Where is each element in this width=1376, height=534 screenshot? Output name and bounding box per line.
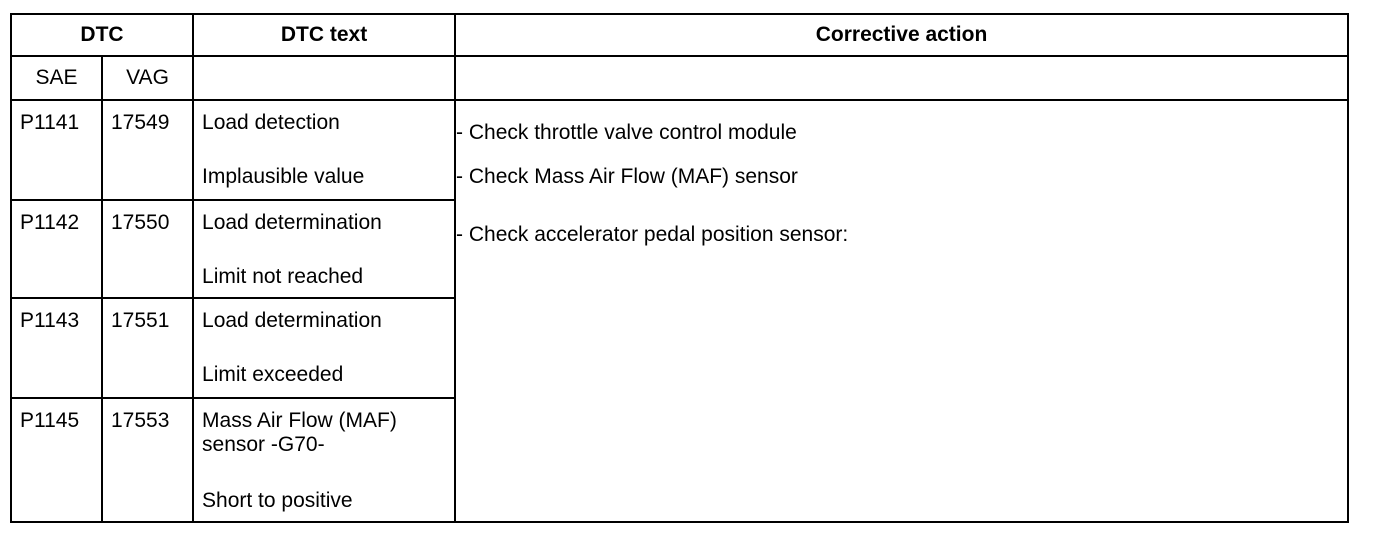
dtc-text-cell: Load determination Limit not reached bbox=[192, 199, 457, 299]
header-row: DTC DTC text Corrective action bbox=[9, 13, 1350, 57]
sae-code: P1141 bbox=[20, 111, 80, 134]
dtc-text-line2: Implausible value bbox=[202, 165, 365, 188]
vag-code-cell: 17550 bbox=[100, 199, 195, 299]
dtc-text-line2: Limit not reached bbox=[202, 265, 364, 288]
dtc-text-cell: Load detection Implausible value bbox=[192, 99, 457, 201]
vag-code-cell: 17551 bbox=[100, 297, 195, 399]
vag-code-cell: 17553 bbox=[100, 397, 195, 523]
sae-code: P1145 bbox=[20, 409, 80, 432]
header-corrective-action: Corrective action bbox=[454, 13, 1350, 57]
header-dtc: DTC bbox=[9, 13, 195, 57]
header-vag: VAG bbox=[100, 55, 195, 101]
dtc-text-line2: Limit exceeded bbox=[202, 363, 344, 386]
dtc-text-line2: Short to positive bbox=[202, 489, 353, 512]
header-dtc-text: DTC text bbox=[192, 13, 457, 57]
corrective-action-item: - Check Mass Air Flow (MAF) sensor bbox=[456, 165, 798, 188]
dtc-text-line1: Load determination bbox=[202, 211, 382, 234]
vag-code: 17550 bbox=[111, 211, 170, 234]
subheader-row: SAE VAG bbox=[10, 55, 1350, 101]
sae-code: P1142 bbox=[20, 211, 80, 234]
dtc-text-line1: Load determination bbox=[202, 309, 382, 332]
vag-code: 17553 bbox=[111, 409, 170, 432]
vag-code: 17551 bbox=[111, 309, 170, 332]
table-row: P1141 17549 Load detection Implausible v… bbox=[10, 99, 1350, 523]
corrective-action-cell: - Check throttle valve control module - … bbox=[454, 99, 1350, 523]
table-row: P1145 17553 Mass Air Flow (MAF) sensor -… bbox=[10, 397, 1348, 523]
table-row: P1142 17550 Load determination Limit not… bbox=[10, 199, 1348, 299]
corrective-action-item: - Check throttle valve control module bbox=[456, 121, 797, 144]
corrective-action-item: - Check accelerator pedal position senso… bbox=[456, 223, 849, 246]
sae-code-cell: P1142 bbox=[10, 199, 103, 299]
vag-code: 17549 bbox=[111, 111, 170, 134]
sae-code-cell: P1143 bbox=[10, 297, 103, 399]
subheader-empty-text bbox=[192, 55, 457, 101]
vag-code-cell: 17549 bbox=[100, 99, 195, 201]
subheader-empty-action bbox=[454, 55, 1350, 101]
dtc-text-line1: Load detection bbox=[202, 111, 340, 134]
dtc-text-cell: Mass Air Flow (MAF) sensor -G70- Short t… bbox=[192, 397, 457, 523]
header-sae: SAE bbox=[10, 55, 103, 101]
sae-code: P1143 bbox=[20, 309, 80, 332]
dtc-text-cell: Load determination Limit exceeded bbox=[192, 297, 457, 399]
dtc-table: DTC DTC text Corrective action SAE VAG P… bbox=[9, 13, 1350, 523]
sae-code-cell: P1145 bbox=[10, 397, 103, 523]
sae-code-cell: P1141 bbox=[10, 99, 103, 201]
table-row: P1143 17551 Load determination Limit exc… bbox=[10, 297, 1348, 399]
dtc-text-line1: Mass Air Flow (MAF) sensor -G70- bbox=[202, 409, 397, 456]
